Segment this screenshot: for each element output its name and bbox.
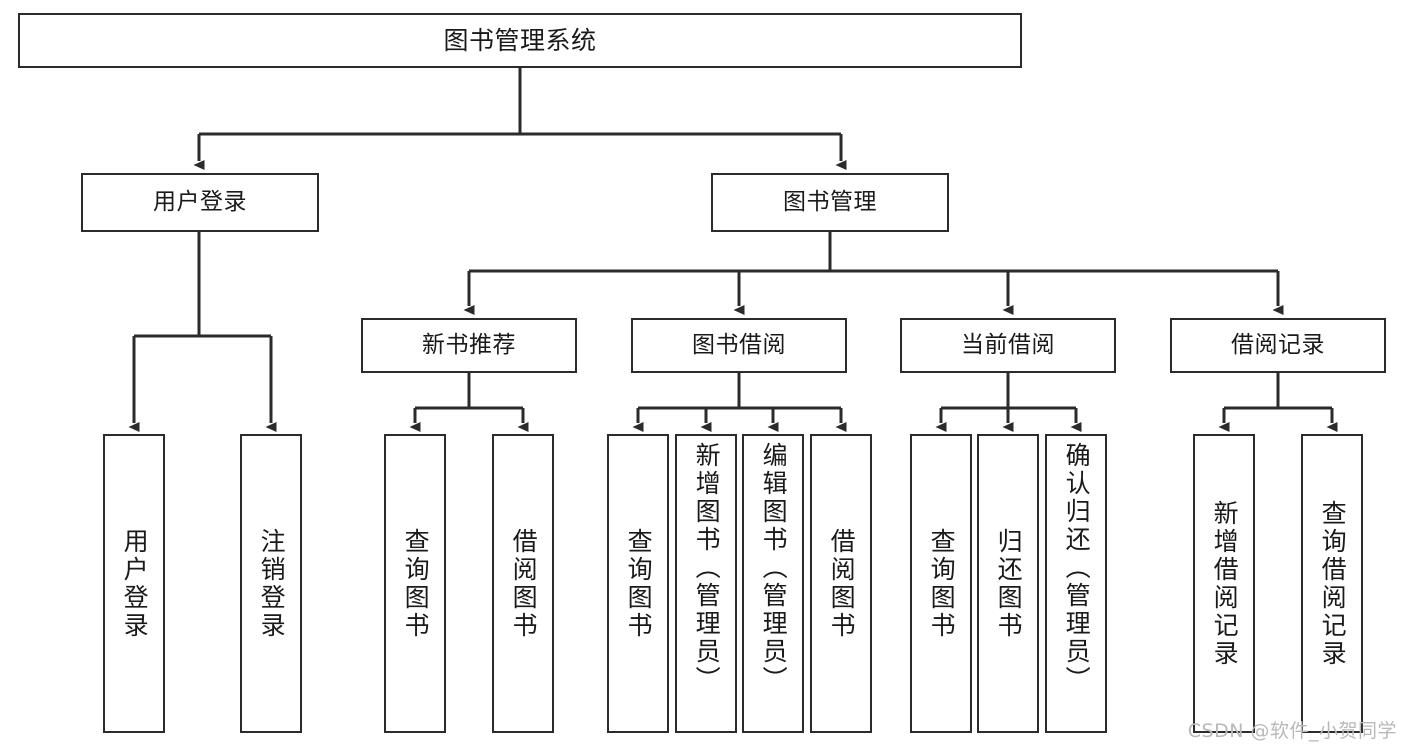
node-leaf-add-book-admin[interactable]: 新增图书（管理员） bbox=[675, 434, 737, 733]
node-label: 查询图书 bbox=[927, 527, 957, 640]
node-label: 图书管理 bbox=[783, 189, 877, 215]
node-label: 查询借阅记录 bbox=[1318, 499, 1348, 668]
node-label: 新书推荐 bbox=[422, 332, 516, 358]
node-borrowing-record[interactable]: 借阅记录 bbox=[1170, 318, 1386, 373]
node-leaf-logout[interactable]: 注销登录 bbox=[240, 434, 302, 733]
node-label: 注销登录 bbox=[257, 527, 287, 640]
node-label: 当前借阅 bbox=[961, 332, 1055, 358]
node-leaf-query-borrow-record[interactable]: 查询借阅记录 bbox=[1301, 434, 1363, 733]
node-current-borrowing[interactable]: 当前借阅 bbox=[900, 318, 1116, 373]
node-leaf-query-book-borrow[interactable]: 查询图书 bbox=[607, 434, 669, 733]
node-leaf-query-book-current[interactable]: 查询图书 bbox=[910, 434, 972, 733]
node-root-book-management-system[interactable]: 图书管理系统 bbox=[18, 13, 1022, 68]
node-label: 查询图书 bbox=[624, 527, 654, 640]
node-label: 新增借阅记录 bbox=[1210, 499, 1240, 668]
node-new-book-recommendation[interactable]: 新书推荐 bbox=[361, 318, 577, 373]
watermark-text: CSDN @软件_小贺同学 bbox=[1187, 720, 1397, 742]
node-leaf-user-login[interactable]: 用户登录 bbox=[103, 434, 165, 733]
node-leaf-borrow-book-borrow[interactable]: 借阅图书 bbox=[810, 434, 872, 733]
node-leaf-return-book[interactable]: 归还图书 bbox=[977, 434, 1039, 733]
node-book-management[interactable]: 图书管理 bbox=[711, 173, 949, 232]
node-label: 查询图书 bbox=[401, 527, 431, 640]
node-book-borrowing[interactable]: 图书借阅 bbox=[631, 318, 847, 373]
node-label: 新增图书（管理员） bbox=[692, 442, 722, 694]
node-leaf-add-borrow-record[interactable]: 新增借阅记录 bbox=[1193, 434, 1255, 733]
node-label: 借阅图书 bbox=[827, 527, 857, 640]
node-user-login[interactable]: 用户登录 bbox=[81, 173, 319, 232]
node-label: 图书借阅 bbox=[692, 332, 786, 358]
node-leaf-edit-book-admin[interactable]: 编辑图书（管理员） bbox=[742, 434, 804, 733]
node-label: 图书管理系统 bbox=[443, 26, 597, 55]
node-label: 用户登录 bbox=[153, 189, 247, 215]
node-label: 确认归还（管理员） bbox=[1062, 442, 1092, 694]
node-leaf-borrow-book-newbook[interactable]: 借阅图书 bbox=[492, 434, 554, 733]
node-leaf-query-book-newbook[interactable]: 查询图书 bbox=[384, 434, 446, 733]
node-leaf-confirm-return-admin[interactable]: 确认归还（管理员） bbox=[1045, 434, 1107, 733]
node-label: 借阅图书 bbox=[509, 527, 539, 640]
node-label: 编辑图书（管理员） bbox=[759, 442, 789, 694]
node-label: 归还图书 bbox=[994, 527, 1024, 640]
node-label: 借阅记录 bbox=[1231, 332, 1325, 358]
node-label: 用户登录 bbox=[120, 527, 150, 640]
